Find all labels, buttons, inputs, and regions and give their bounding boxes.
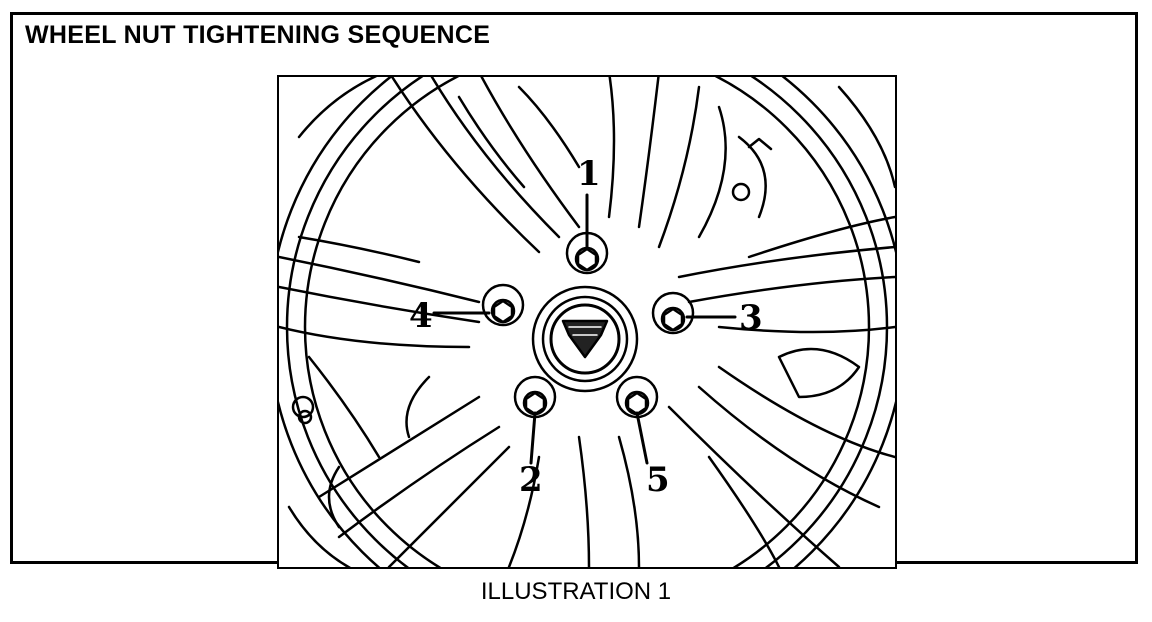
sequence-label-2: 2 (519, 460, 543, 500)
sequence-label-4: 4 (409, 296, 433, 336)
leader-lines (432, 193, 737, 465)
lug-nut-2-icon (513, 375, 557, 419)
diagram-title: WHEEL NUT TIGHTENING SEQUENCE (25, 21, 491, 49)
sequence-label-5: 5 (646, 460, 670, 500)
lug-nut-4-icon (481, 283, 525, 327)
lug-nut-3-icon (651, 291, 695, 335)
lug-nut-5-icon (615, 375, 659, 419)
wheel-illustration: 1 2 3 4 5 (277, 75, 897, 569)
diagram-frame: WHEEL NUT TIGHTENING SEQUENCE (10, 12, 1138, 569)
wheel-spokes-icon (279, 77, 895, 567)
jaguar-emblem-icon (531, 285, 639, 393)
sequence-label-1: 1 (577, 154, 601, 194)
illustration-caption: ILLUSTRATION 1 (480, 578, 672, 605)
sequence-label-3: 3 (739, 298, 763, 338)
valve-nut-icon (291, 395, 315, 425)
